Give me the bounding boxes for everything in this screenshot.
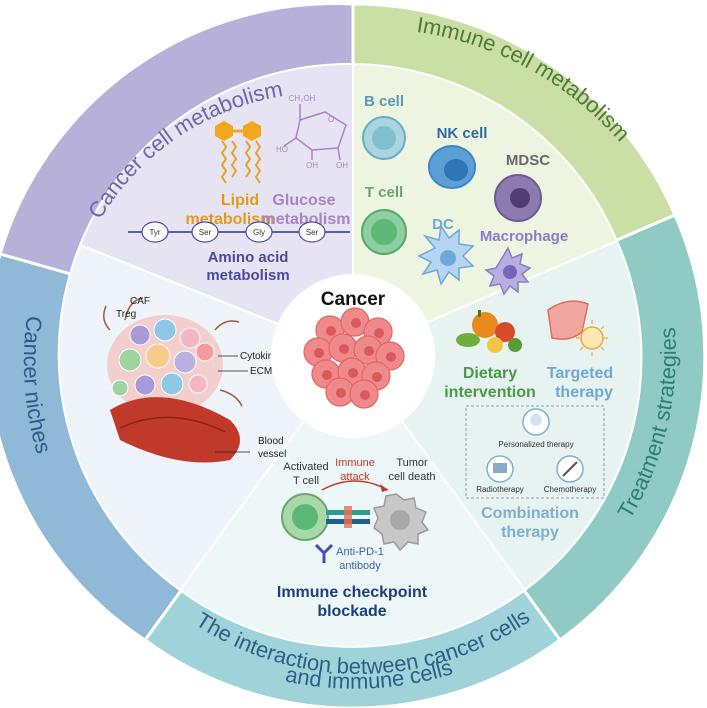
targeted-label-2: therapy — [555, 384, 613, 401]
checkpoint-label-2: blockade — [317, 603, 386, 620]
glucose-ho: HO — [276, 145, 288, 154]
cancer-cell-nucleus — [386, 352, 396, 362]
treg-label: Treg — [116, 309, 136, 320]
glucose-label-1: Glucose — [272, 192, 335, 209]
dietary-label-2: intervention — [444, 384, 536, 401]
cancer-cluster-icon — [303, 307, 405, 409]
niche-cell — [153, 318, 177, 342]
sector-inner-immune-cell-metabolism — [352, 62, 619, 356]
antibody-label-1: Anti-PD-1 — [336, 546, 384, 558]
cancer-cell-nucleus — [360, 390, 370, 400]
b-cell-icon — [362, 116, 406, 160]
cancer-cell-nucleus — [348, 368, 358, 378]
cancer-cell-nucleus — [351, 318, 361, 328]
combination-label-2: therapy — [501, 524, 559, 541]
blood-label-1: Blood — [258, 436, 284, 447]
niche-cell — [118, 348, 142, 372]
amino-acid-node — [141, 221, 169, 243]
glucose-label-2: metabolism — [262, 211, 351, 228]
amino-label-2: metabolism — [206, 267, 289, 284]
glucose-o: O — [328, 115, 334, 124]
combination-label-1: Combination — [481, 505, 579, 522]
caf-label: CAF — [130, 296, 150, 307]
sector-inner-interaction — [178, 352, 527, 648]
amino-acid-label: Gly — [253, 228, 265, 237]
antibody-icon — [314, 543, 334, 563]
niche-cell — [134, 374, 156, 396]
targeted-label-1: Targeted — [547, 365, 613, 382]
niche-cell — [179, 327, 201, 349]
amino-acid-node — [191, 221, 219, 243]
glucose-oh-1: OH — [306, 161, 318, 170]
cancer-cell-nucleus — [326, 326, 336, 336]
macrophage-icon — [484, 246, 532, 296]
cytokine-label: Cytokine — [240, 351, 279, 362]
tumor-niche-icon — [103, 297, 243, 463]
dc-icon — [417, 223, 475, 286]
mdsc-icon — [494, 174, 542, 222]
amino-acid-label: Ser — [199, 228, 212, 237]
niche-cell — [129, 324, 151, 346]
radiotherapy-label: Radiotherapy — [476, 485, 524, 494]
niche-cell — [195, 342, 215, 362]
blood-label-2: vessel — [258, 449, 286, 460]
cancer-cell-nucleus — [372, 372, 382, 382]
macrophage-label: Macrophage — [480, 228, 568, 245]
dietary-label-1: Dietary — [463, 365, 517, 382]
checkpoint-label-1: Immune checkpoint — [277, 584, 428, 601]
death-label-1: Tumor — [396, 457, 428, 469]
sector-inner-cancer-cell-metabolism — [78, 62, 354, 356]
tumor-cell-icon — [372, 493, 430, 552]
mdsc-label: MDSC — [506, 152, 550, 169]
activated-label-1: Activated — [283, 461, 328, 473]
attack-label-2: attack — [340, 471, 370, 483]
t-cell-label: T cell — [365, 184, 403, 201]
cancer-cell-nucleus — [364, 346, 374, 356]
lipid-label-1: Lipid — [221, 192, 259, 209]
activated-t-cell-icon — [281, 493, 329, 541]
chemotherapy-icon — [556, 455, 584, 483]
radiotherapy-icon — [486, 455, 514, 483]
nk-cell-icon — [428, 145, 476, 189]
personalized-icon — [522, 408, 550, 436]
antibody-label-2: antibody — [339, 560, 381, 572]
center-title: Cancer — [321, 289, 386, 310]
chemotherapy-label: Chemotherapy — [544, 485, 596, 494]
t-cell-icon — [361, 209, 407, 255]
targeted-therapy-icon — [547, 300, 608, 356]
b-cell-label: B cell — [364, 93, 404, 110]
cancer-cell-nucleus — [339, 344, 349, 354]
amino-label-1: Amino acid — [208, 249, 289, 266]
cancer-cell-nucleus — [336, 388, 346, 398]
niche-cell — [173, 350, 197, 374]
ecm-label: ECM — [250, 366, 272, 377]
pd1-receptor-icon — [326, 506, 370, 528]
cancer-cell-nucleus — [314, 348, 324, 358]
cancer-cell-nucleus — [374, 328, 384, 338]
amino-acid-label: Tyr — [149, 228, 160, 237]
attack-arrowhead — [380, 484, 388, 492]
amino-acid-node — [245, 221, 273, 243]
amino-acid-node — [298, 221, 326, 243]
death-label-2: cell death — [388, 471, 435, 483]
amino-acid-chain: Tyr Ser Gly Ser — [128, 221, 350, 243]
amino-acid-label: Ser — [306, 228, 319, 237]
lipid-icon — [215, 121, 262, 184]
niche-cell — [188, 374, 208, 394]
attack-label-1: Immune — [335, 457, 375, 469]
glucose-icon — [283, 104, 347, 161]
nk-cell-label: NK cell — [437, 125, 488, 142]
cancer-cell-nucleus — [322, 370, 332, 380]
food-icon — [456, 310, 522, 353]
dc-label: DC — [432, 216, 454, 233]
niche-cell — [111, 379, 129, 397]
activated-label-2: T cell — [293, 475, 319, 487]
glucose-ch2oh: CH₂OH — [289, 94, 316, 103]
glucose-oh-2: OH — [336, 161, 348, 170]
personalized-label: Personalized therapy — [498, 440, 573, 449]
niche-cell — [145, 343, 171, 369]
niche-cell — [160, 372, 184, 396]
